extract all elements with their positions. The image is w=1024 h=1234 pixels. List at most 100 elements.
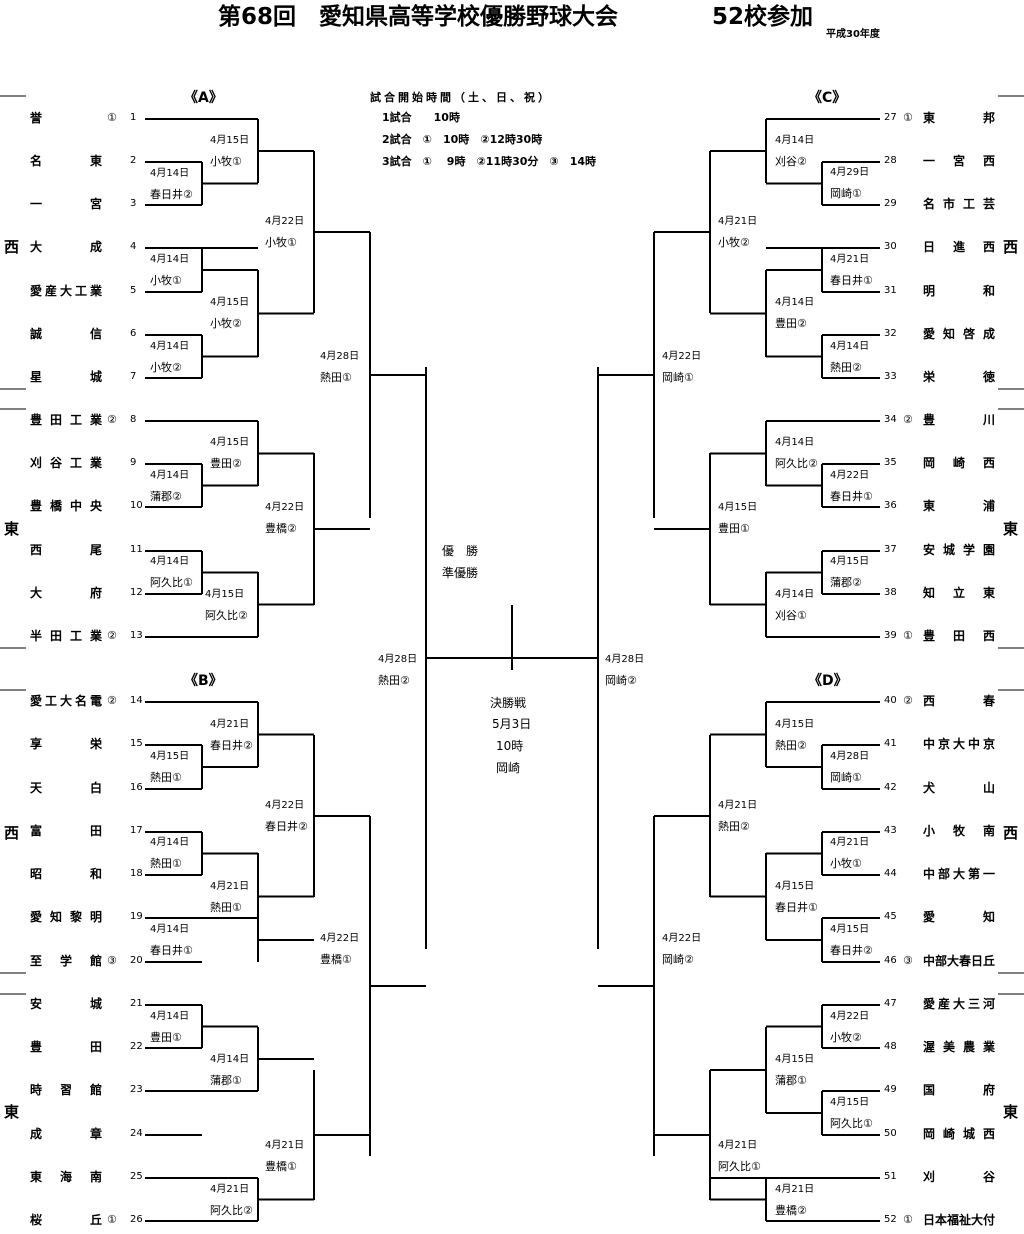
team-number: 21 <box>130 998 143 1009</box>
match-date: 4月14日 <box>150 837 190 848</box>
match-date: 4月21日 <box>830 837 870 848</box>
region-east-b: 東 <box>4 1103 20 1121</box>
seed-mark: ① <box>903 111 913 124</box>
match-venue: 春日井① <box>150 944 193 957</box>
match-venue: 小牧② <box>718 236 750 249</box>
team-name: 明和 <box>923 284 995 298</box>
match-venue: 小牧② <box>210 317 242 330</box>
match-venue: 春日井② <box>265 820 308 833</box>
match-date: 4月14日 <box>775 589 815 600</box>
match-date: 4月15日 <box>210 135 250 146</box>
team-name: 愛産大三河 <box>923 997 995 1011</box>
match-date: 4月15日 <box>775 881 815 892</box>
region-west-b: 西 <box>4 824 20 842</box>
team-name: 一宮 <box>30 197 102 211</box>
match-date: 4月22日 <box>662 351 702 362</box>
match-venue: 蒲郡② <box>830 576 862 589</box>
team-number: 9 <box>130 457 137 468</box>
match-venue: 豊田① <box>718 522 750 535</box>
match-venue: 蒲郡① <box>210 1074 242 1087</box>
team-name: 名市工芸 <box>923 197 995 211</box>
team-number: 22 <box>130 1041 143 1052</box>
team-number: 15 <box>130 738 143 749</box>
match-venue: 阿久比① <box>830 1117 873 1130</box>
match-venue: 豊田① <box>150 1031 182 1044</box>
seed-mark: ③ <box>107 954 117 967</box>
match-venue: 春日井② <box>210 739 253 752</box>
team-name: 犬山 <box>923 781 995 795</box>
team-number: 5 <box>130 285 137 296</box>
match-date: 4月15日 <box>775 719 815 730</box>
match-venue: 熱田② <box>830 361 862 374</box>
match-venue: 阿久比② <box>775 457 818 470</box>
team-number: 41 <box>884 738 897 749</box>
seed-mark: ② <box>903 694 913 707</box>
match-venue: 熱田① <box>150 857 182 870</box>
team-name: 昭和 <box>30 867 102 881</box>
team-number: 25 <box>130 1171 143 1182</box>
seed-mark: ① <box>107 1213 117 1226</box>
match-venue: 阿久比② <box>210 1204 253 1217</box>
team-number: 36 <box>884 500 897 511</box>
match-venue: 阿久比① <box>718 1160 761 1173</box>
team-name: 大成 <box>30 240 102 254</box>
page-title: 第68回 愛知県高等学校優勝野球大会 <box>218 4 619 30</box>
team-number: 17 <box>130 825 143 836</box>
team-number: 45 <box>884 911 897 922</box>
team-number: 48 <box>884 1041 897 1052</box>
final-label: 決勝戦 <box>490 696 527 710</box>
match-venue: 豊橋① <box>320 953 352 966</box>
team-name: 小牧南 <box>923 824 995 838</box>
team-name: 時習館 <box>30 1083 102 1097</box>
match-date: 4月14日 <box>150 167 190 179</box>
match-venue: 岡崎① <box>830 187 862 200</box>
team-number: 30 <box>884 241 897 252</box>
match-date: 4月28日 <box>830 751 870 762</box>
match-date: 4月29日 <box>830 167 870 178</box>
match-date: 4月14日 <box>150 470 190 481</box>
team-name: 天白 <box>30 781 102 795</box>
match-date: 4月28日 <box>605 654 645 665</box>
schedule-heading: 試合開始時間（土、日、祝） <box>370 91 552 104</box>
match-venue: 岡崎② <box>605 674 637 687</box>
region-west-d: 西 <box>1003 824 1019 842</box>
team-name: 東海南 <box>30 1170 102 1184</box>
team-name: 東浦 <box>923 499 995 513</box>
team-name: 成章 <box>30 1127 102 1141</box>
match-venue: 熱田② <box>775 739 807 752</box>
match-venue: 春日井① <box>830 274 873 287</box>
match-date: 4月28日 <box>320 351 360 362</box>
match-venue: 春日井② <box>830 944 873 957</box>
team-number: 27 <box>884 112 897 123</box>
match-venue: 春日井① <box>775 901 818 914</box>
team-name: 愛知黎明 <box>30 910 102 924</box>
team-name: 豊川 <box>923 413 995 427</box>
block-b-label: 《B》 <box>184 673 223 689</box>
team-number: 13 <box>130 630 143 641</box>
final-venue: 岡崎 <box>496 761 521 775</box>
team-name: 愛知 <box>923 910 995 924</box>
match-date: 4月21日 <box>210 881 250 892</box>
match-date: 4月15日 <box>210 437 250 448</box>
region-east-a: 東 <box>4 520 20 538</box>
team-name: 富田 <box>30 824 102 838</box>
match-date: 4月22日 <box>662 933 702 944</box>
team-name: 一宮西 <box>923 154 995 168</box>
match-venue: 蒲郡② <box>150 490 182 503</box>
team-number: 11 <box>130 544 143 555</box>
team-number: 32 <box>884 328 897 339</box>
team-name: 豊田 <box>30 1040 102 1054</box>
match-date: 4月21日 <box>830 254 870 265</box>
team-name: 西春 <box>923 694 995 708</box>
team-number: 33 <box>884 371 897 382</box>
match-venue: 豊橋① <box>265 1160 297 1173</box>
team-number: 46 <box>884 955 897 966</box>
match-date: 4月14日 <box>830 341 870 352</box>
region-east-d: 東 <box>1003 1103 1019 1121</box>
block-a-label: 《A》 <box>184 90 223 106</box>
team-name: 愛工大名電 <box>30 694 102 708</box>
team-name: 愛知啓成 <box>923 327 995 341</box>
team-name: 刈谷工業 <box>30 456 102 470</box>
match-date: 4月15日 <box>150 751 190 762</box>
team-number: 1 <box>130 112 137 123</box>
